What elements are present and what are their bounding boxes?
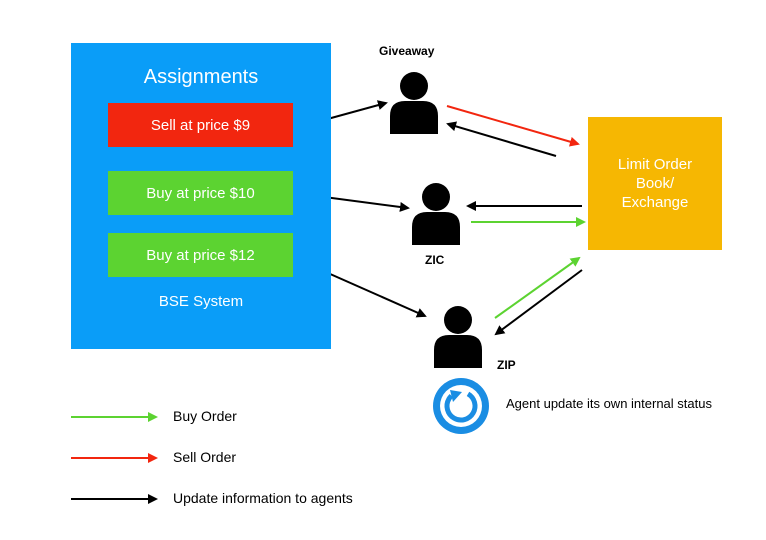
arrow-exchange-to-giveaway [446,121,557,157]
arrow-zip-buy-order [494,256,581,319]
arrow-exchange-to-zip [494,269,583,336]
zip-agent-icon [434,306,482,368]
task-buy-12: Buy at price $12 [108,233,293,277]
bse-system-panel: Assignments Sell at price $9 Buy at pric… [71,43,331,349]
system-label: BSE System [158,293,244,310]
zip-label: ZIP [497,358,516,372]
zic-agent-icon [412,183,460,245]
legend-sell-label: Sell Order [173,449,237,465]
task-sell-9: Sell at price $9 [108,103,293,147]
panel-title: Assignments [143,66,259,88]
giveaway-agent-icon [390,72,438,134]
task-buy-10: Buy at price $10 [108,171,293,215]
zic-label: ZIC [425,253,445,267]
giveaway-label: Giveaway [379,44,435,58]
arrow-giveaway-sell-order [446,105,580,147]
legend-buy-label: Buy Order [173,408,237,424]
legend-update-label: Update information to agents [173,490,353,506]
exchange-box: Limit Order Book/ Exchange [588,117,722,250]
refresh-icon [433,378,489,434]
status-note: Agent update its own internal status [506,396,712,411]
exchange-label: Limit Order Book/ Exchange [617,156,693,211]
